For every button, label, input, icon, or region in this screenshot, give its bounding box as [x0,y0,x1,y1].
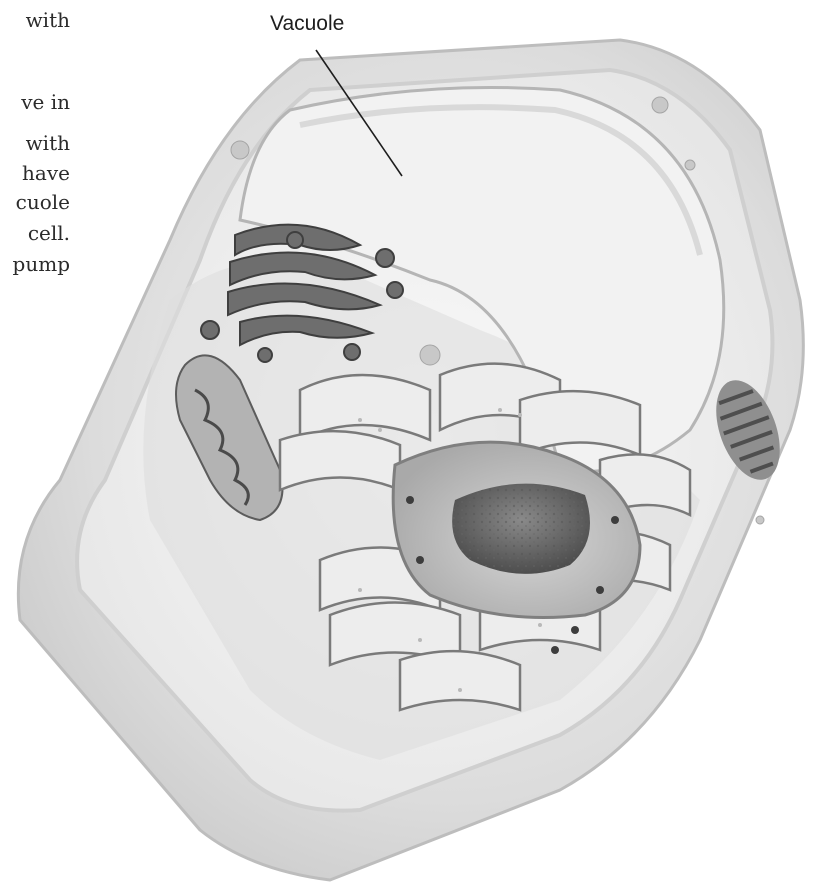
vacuole-label: Vacuole [270,12,344,36]
